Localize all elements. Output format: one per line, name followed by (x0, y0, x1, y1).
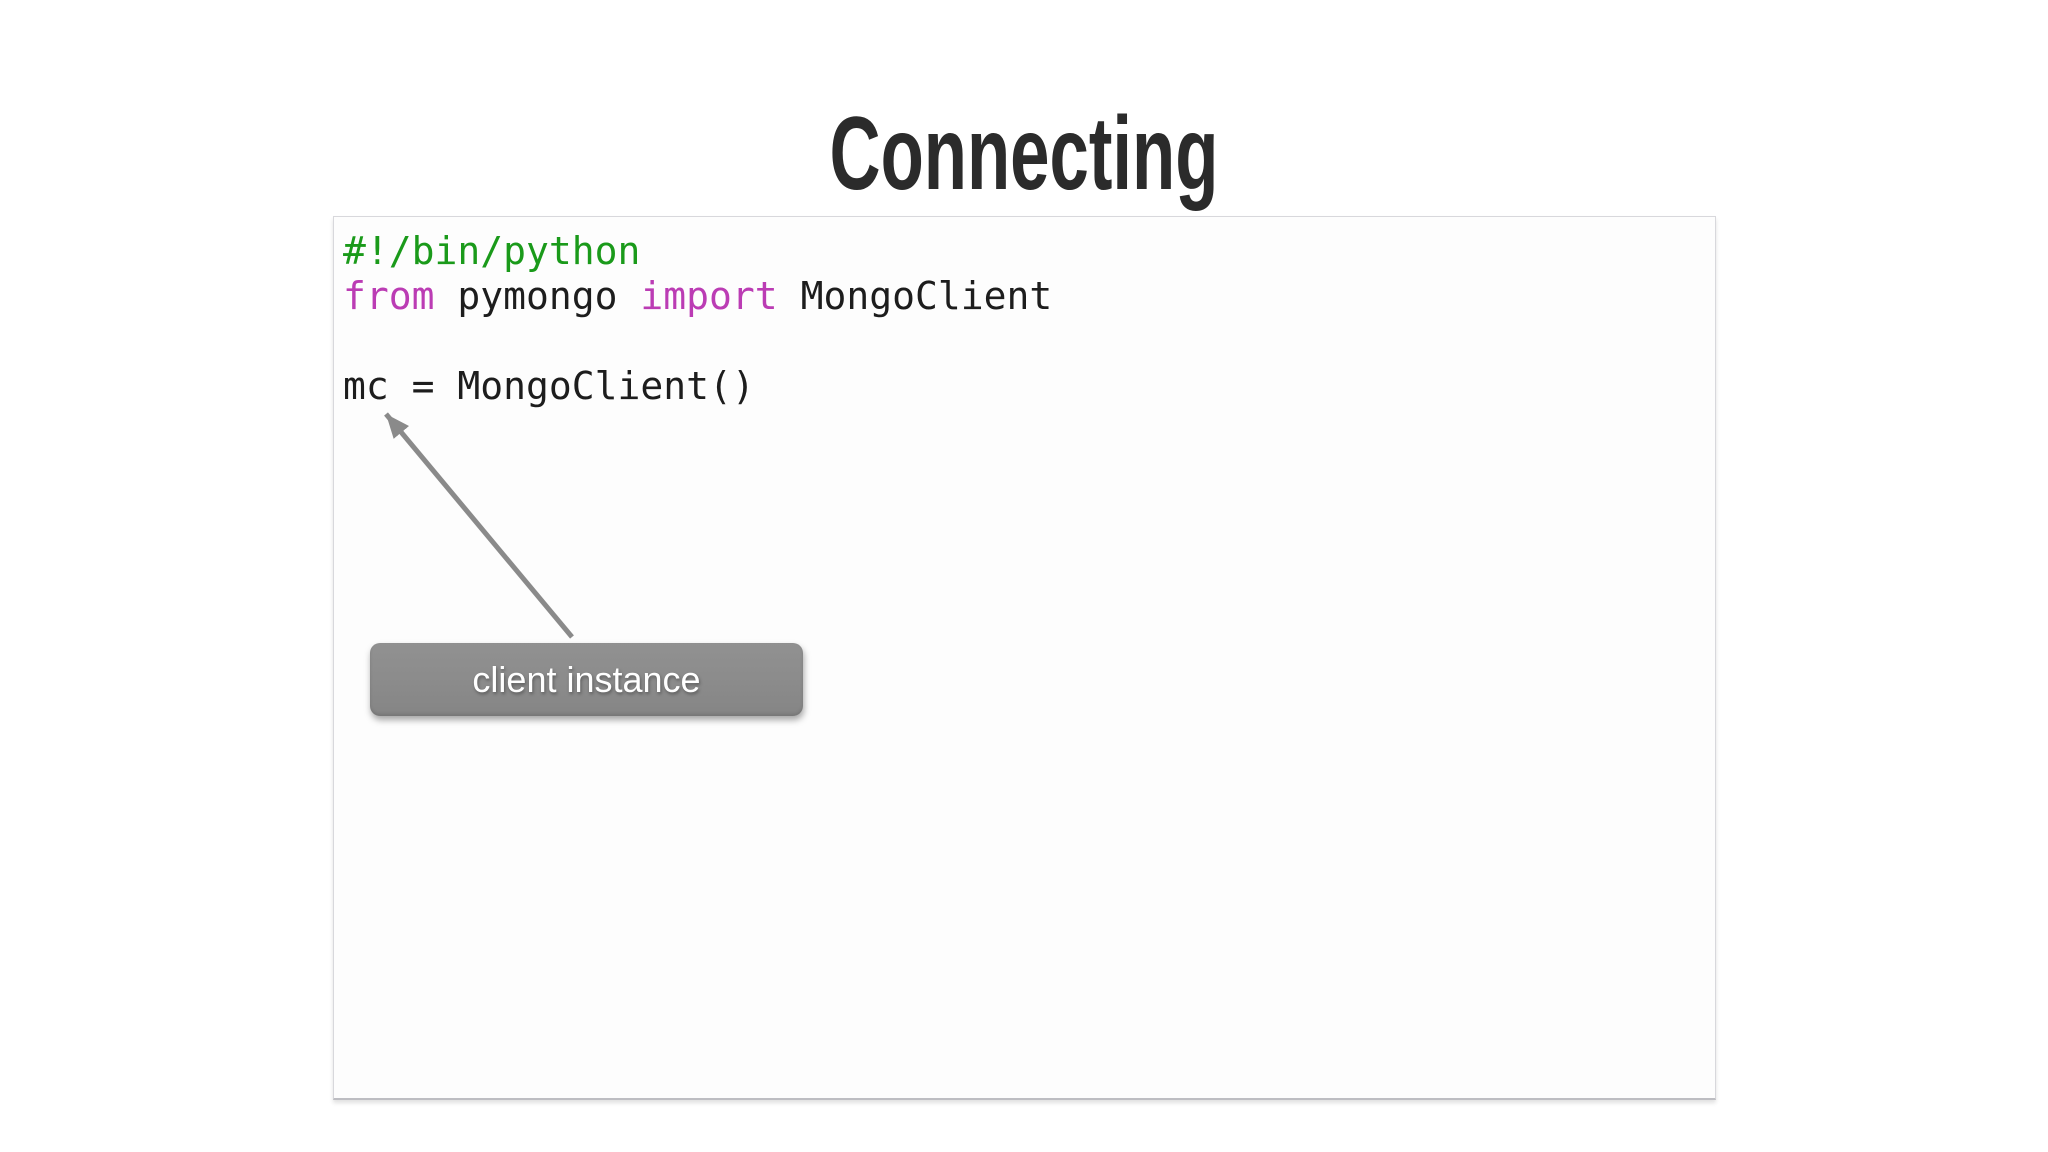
code-token-keyword: from (343, 274, 435, 318)
slide-header: Connecting (0, 102, 2048, 206)
code-token-plain: pymongo (434, 274, 641, 318)
code-line (343, 319, 1701, 364)
code-line: mc = MongoClient() (343, 364, 1701, 409)
code-token-plain: mc = MongoClient() (343, 364, 755, 408)
code-line: from pymongo import MongoClient (343, 274, 1701, 319)
slide-title: Connecting (829, 96, 1219, 212)
code-token-comment: #!/bin/python (343, 229, 641, 273)
code-token-keyword: import (640, 274, 778, 318)
code-token-plain (343, 319, 366, 363)
client-instance-label: client instance (370, 643, 803, 716)
code-token-plain: MongoClient (777, 274, 1053, 318)
client-instance-label-text: client instance (472, 658, 701, 700)
code-line: #!/bin/python (343, 229, 1701, 274)
